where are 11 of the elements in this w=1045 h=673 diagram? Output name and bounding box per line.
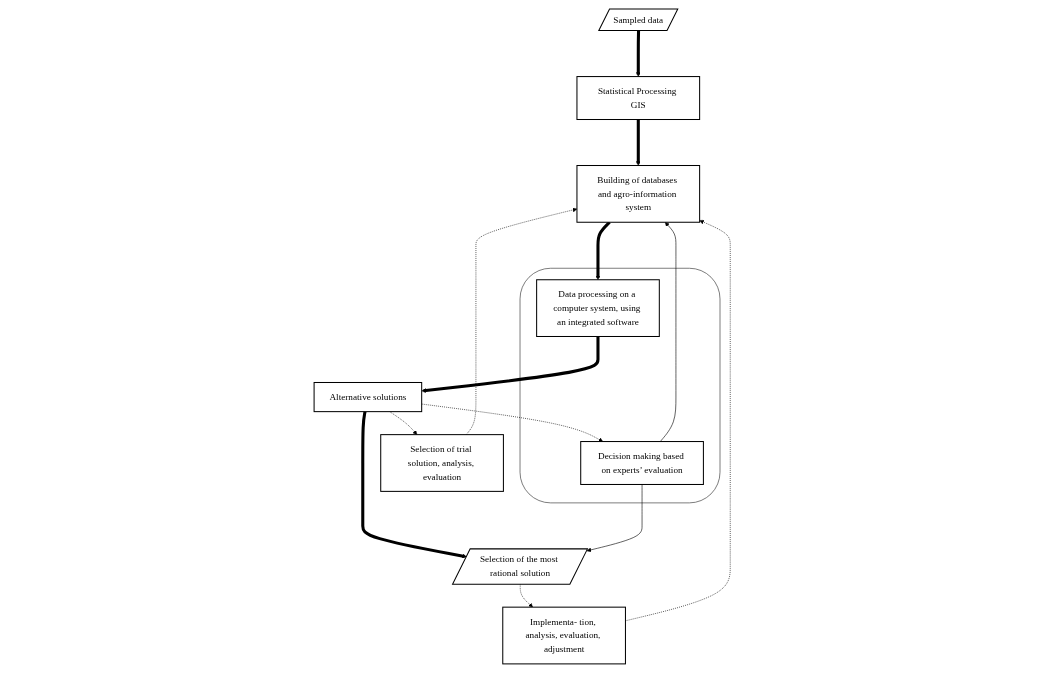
node-box: Statistical Processing GIS (576, 76, 701, 120)
arrow (636, 119, 641, 166)
node-box: Decision making based on experts’ evaluation (580, 441, 705, 485)
node-box: Alternative solutions (313, 382, 423, 413)
node-box: Data processing on a computer system, using an integrated software (536, 279, 661, 337)
arrow (636, 30, 641, 77)
node-box: Implementa- tion, analysis, evaluation, adjustment (502, 606, 627, 665)
arrow (596, 221, 611, 280)
node-box: Selection of trial solution, analysis, evaluation (380, 434, 505, 492)
node-box: Building of databases and agro-information system (576, 165, 701, 223)
cluster (519, 267, 721, 504)
